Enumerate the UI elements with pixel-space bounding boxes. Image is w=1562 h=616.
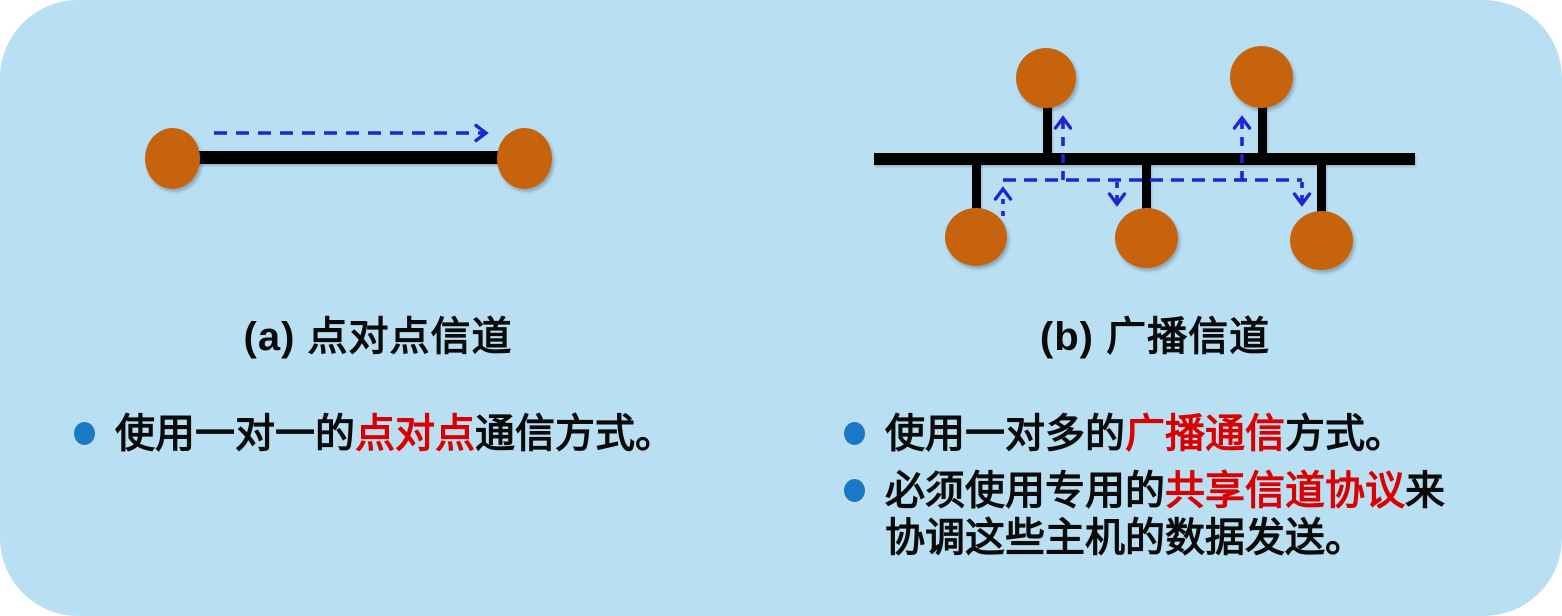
bullet-right-1-text: 使用一对多的广播通信方式。 [885,411,1405,458]
bullet-text-prefix: 使用一对一的 [115,412,355,456]
drop-line [1142,160,1151,212]
host-node [1230,46,1293,108]
bullet-text-prefix: 必须使用专用的 [885,469,1165,513]
bullet-text-highlight: 广播通信 [1125,412,1285,456]
bus-line [874,153,1415,165]
host-node [1290,211,1353,270]
bullet-text-line2: 协调这些主机的数据发送。 [885,516,1365,560]
bullet-right-2: 必须使用专用的共享信道协议来 协调这些主机的数据发送。 [844,468,1445,562]
drop-line [1317,162,1326,213]
caption-a: (a) 点对点信道 [243,315,513,359]
drop-line [1258,102,1267,156]
host-node [145,128,200,189]
host-node [497,128,552,189]
ptp-link-line [172,151,525,164]
host-node [1115,208,1178,268]
bullet-dot-icon [844,422,865,445]
bullet-left-1: 使用一对一的点对点通信方式。 [74,411,675,458]
bullet-right-2-text: 必须使用专用的共享信道协议来 协调这些主机的数据发送。 [885,468,1445,562]
host-node [945,208,1007,266]
bullet-dot-icon [74,422,95,445]
bullet-text-highlight: 点对点 [355,412,475,456]
bullet-text-prefix: 使用一对多的 [885,412,1125,456]
bullet-text-highlight: 共享信道协议 [1165,469,1405,513]
host-node [1016,48,1076,108]
bullet-left-1-text: 使用一对一的点对点通信方式。 [115,411,675,458]
bullet-text-suffix: 通信方式。 [475,412,675,456]
drop-line [1043,104,1052,156]
drop-line [972,160,981,212]
bullet-right-1: 使用一对多的广播通信方式。 [844,411,1405,458]
caption-b: (b) 广播信道 [1039,315,1271,359]
bullet-dot-icon [844,479,865,502]
bullet-text-suffix: 来 [1405,469,1445,513]
bullet-text-suffix: 方式。 [1285,412,1405,456]
